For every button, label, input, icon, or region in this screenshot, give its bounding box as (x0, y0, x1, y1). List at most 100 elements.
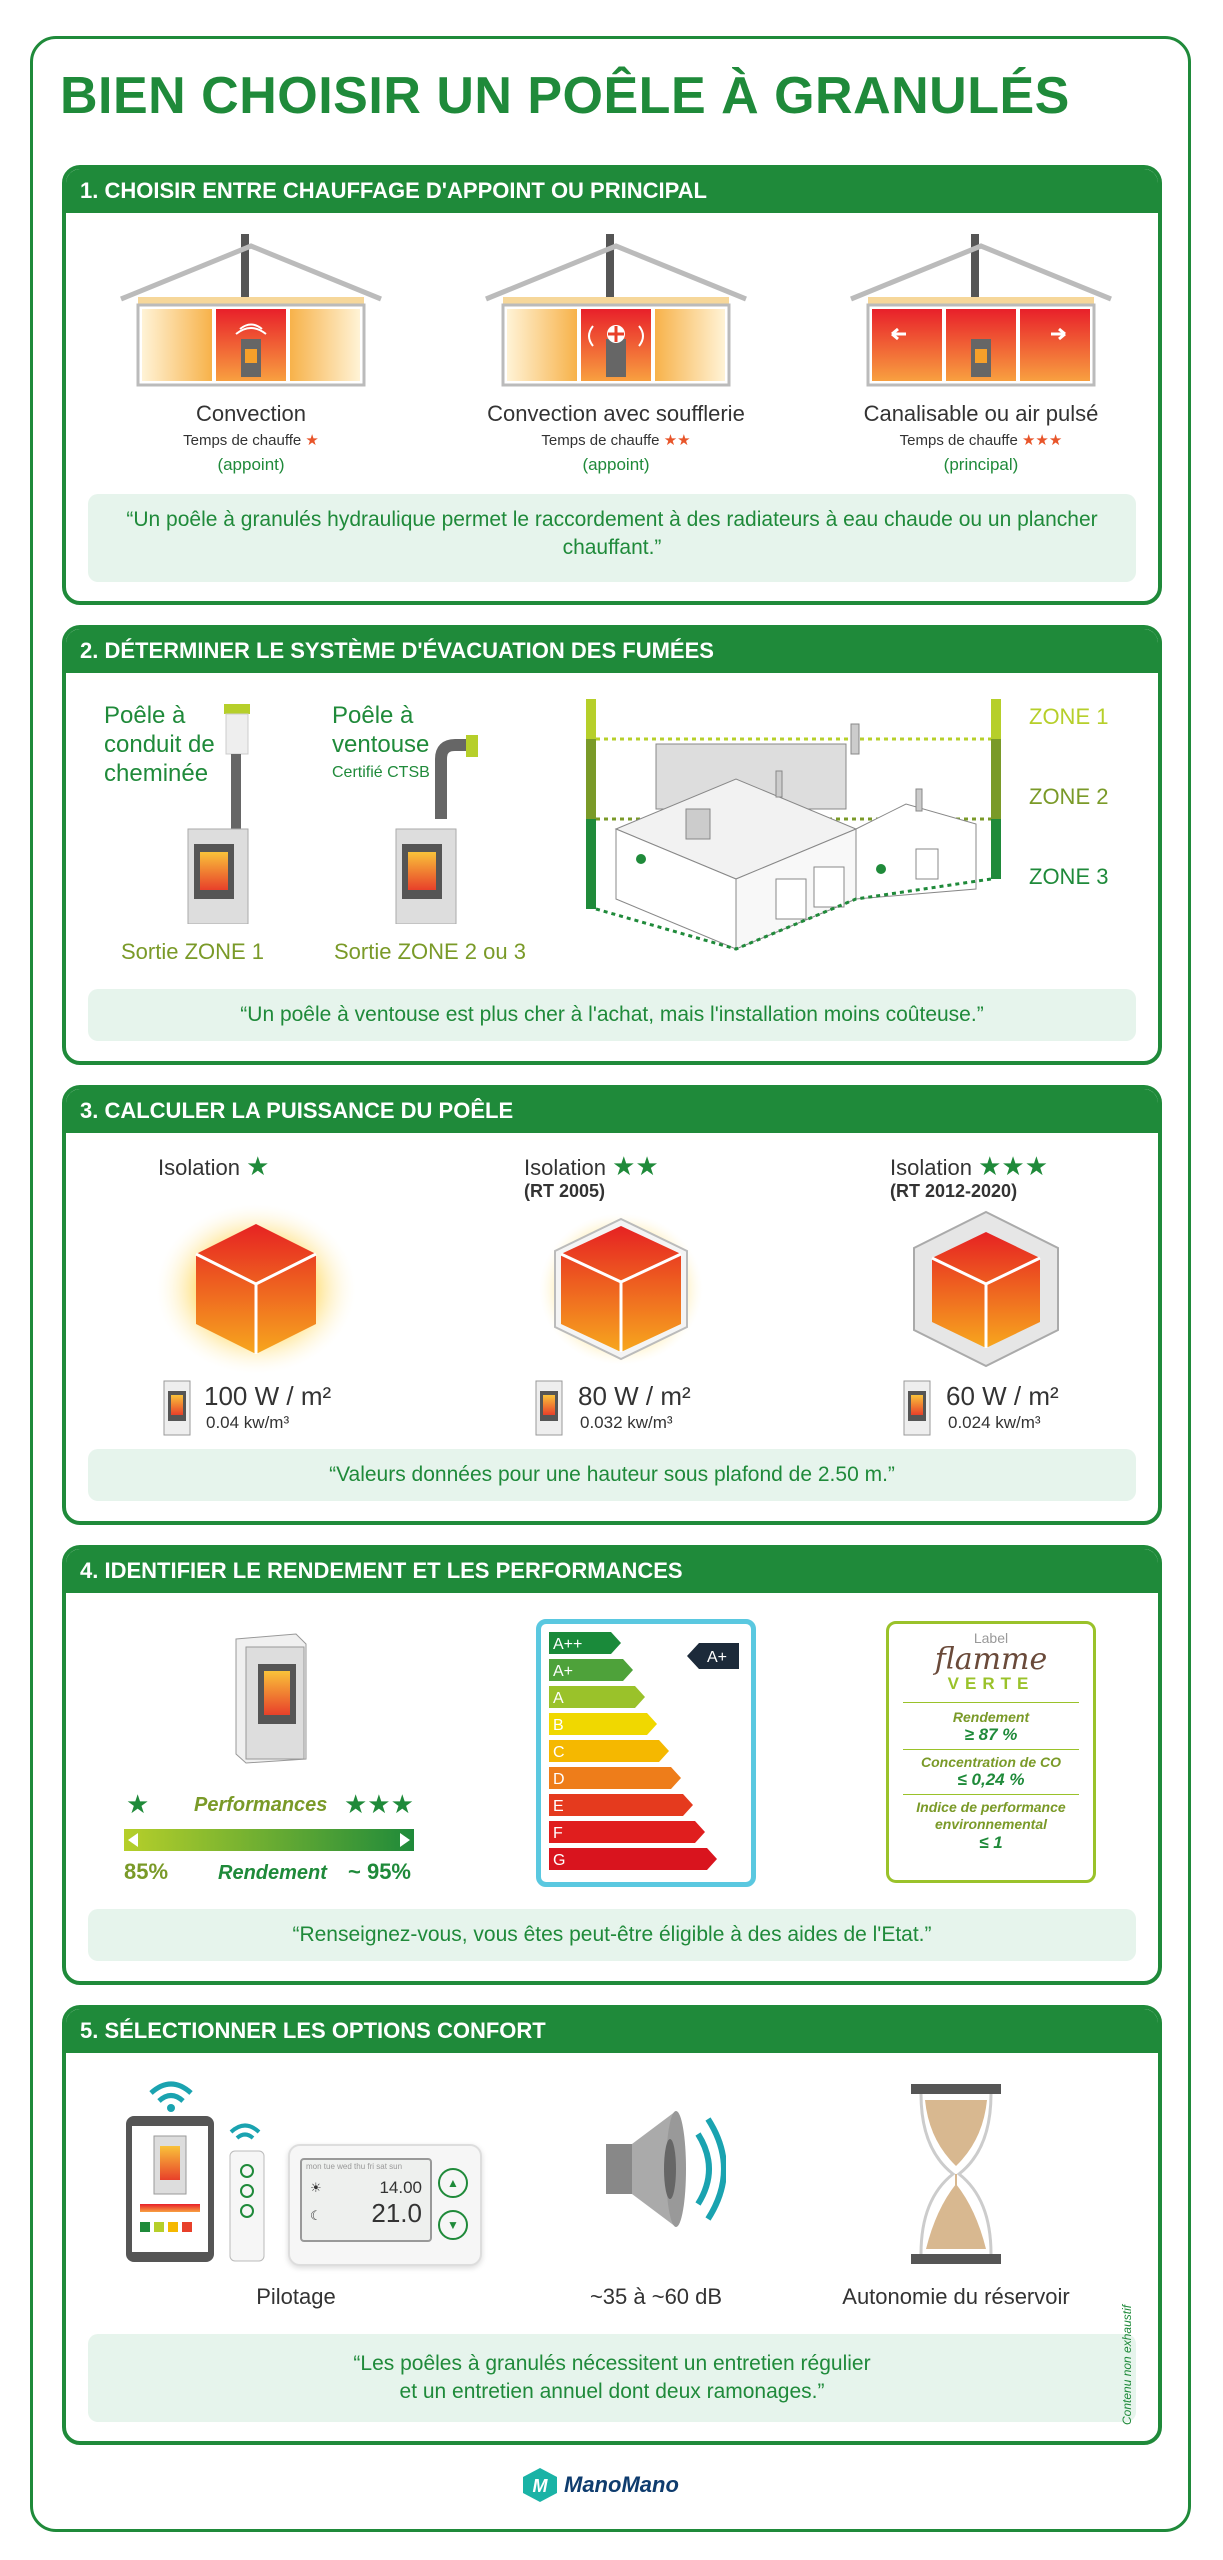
label-co-title: Concentration de CO (920, 1754, 1061, 1770)
section-5-quote: “Les poêles à granulés nécessitent un en… (88, 2334, 1136, 2422)
thermostat-bottom-value: 21.0 (371, 2198, 422, 2228)
energy-class-label: E (553, 1798, 564, 1815)
pilotage-label: Pilotage (256, 2284, 336, 2309)
heating-2-time: Temps de chauffe ★★ (481, 431, 751, 449)
section-3-header: 3. CALCULER LA PUISSANCE DU POÊLE (66, 1089, 1158, 1133)
energy-class-f (549, 1821, 705, 1843)
insulation-2-power: 80 W / m² (578, 1381, 691, 1411)
zone-3-label: ZONE 3 (1029, 864, 1109, 889)
section-4-header: 4. IDENTIFIER LE RENDEMENT ET LES PERFOR… (66, 1549, 1158, 1593)
efficiency-label: Rendement (218, 1862, 327, 1884)
brand-logo-icon: M (523, 2468, 557, 2502)
insulation-2-cube (539, 1213, 703, 1365)
stove-chimney-title: Poêle à conduit de cheminée (104, 702, 215, 787)
stove-chimney-illustration (187, 704, 250, 924)
energy-class-label: B (553, 1717, 564, 1734)
section-flue-system: 2. DÉTERMINER LE SYSTÈME D'ÉVACUATION DE… (62, 625, 1162, 1065)
section-efficiency: 4. IDENTIFIER LE RENDEMENT ET LES PERFOR… (62, 1545, 1162, 1985)
stove-chimney-exit: Sortie ZONE 1 (121, 939, 265, 964)
label-ipe-title: Indice de performance environnemental (916, 1799, 1066, 1832)
perf-low-stars: ★ (126, 1789, 150, 1819)
moon-icon: ☾ (310, 2208, 322, 2223)
thermostat-down-button[interactable]: ▼ (438, 2210, 468, 2240)
insulation-3-power: 60 W / m² (946, 1381, 1059, 1411)
insulation-1-power: 100 W / m² (204, 1381, 332, 1411)
svg-text:M: M (533, 2476, 549, 2496)
brand-name: ManoMano (564, 2472, 679, 2497)
side-note: Contenu non exhaustif (1120, 2304, 1134, 2425)
heating-1-name: Convection (195, 401, 307, 426)
section-3-quote: “Valeurs données pour une hauteur sous p… (88, 1449, 1136, 1501)
efficiency-high: ~ 95% (348, 1859, 411, 1884)
heating-1-time: Temps de chauffe ★ (116, 431, 386, 449)
section-5-quote-line-2: et un entretien annuel dont deux ramonag… (399, 2380, 825, 2403)
section-1-quote: “Un poêle à granulés hydraulique permet … (88, 494, 1136, 582)
house-ducted-illustration (850, 234, 1112, 387)
heating-3-type: (principal) (943, 455, 1019, 474)
wifi-icon (149, 2081, 193, 2112)
energy-class-d (549, 1767, 681, 1789)
house-zones-illustration (586, 699, 1001, 951)
insulation-1-heading: Isolation ★ (158, 1151, 269, 1182)
insulation-3-stove-icon (903, 1380, 931, 1436)
house-convection-illustration (120, 234, 382, 387)
insulation-3-volume: 0.024 kw/m³ (948, 1413, 1041, 1432)
section-5-header: 5. SÉLECTIONNER LES OPTIONS CONFORT (66, 2009, 1158, 2053)
remote-wifi-icon (229, 2123, 261, 2140)
section-5-quote-line-1: “Les poêles à granulés nécessitent un en… (353, 2352, 871, 2375)
energy-class-label: C (553, 1744, 565, 1761)
heating-3-name: Canalisable ou air pulsé (863, 401, 1099, 426)
energy-class-e (549, 1794, 693, 1816)
energy-class-label: A++ (553, 1636, 582, 1653)
flamme-verte-script: flamme (934, 1642, 1048, 1677)
house-fan-illustration (485, 234, 747, 387)
section-2-header: 2. DÉTERMINER LE SYSTÈME D'ÉVACUATION DE… (66, 629, 1158, 673)
autonomy-label: Autonomie du réservoir (842, 2284, 1070, 2309)
section-comfort-options: 5. SÉLECTIONNER LES OPTIONS CONFORT mon … (62, 2005, 1162, 2445)
sun-icon: ☀ (310, 2180, 322, 2195)
insulation-1-label: Isolation (158, 1155, 240, 1180)
label-rendement-value: ≥ 87 % (964, 1725, 1018, 1744)
heating-2-time-label: Temps de chauffe (541, 432, 660, 449)
page-frame (30, 36, 1191, 2532)
stove-vent-cert: Certifié CTSB (332, 764, 430, 781)
sound-level-label: ~35 à ~60 dB (589, 2284, 723, 2309)
heating-3-stars: ★★★ (1021, 432, 1063, 449)
remote-control-icon (229, 2150, 265, 2262)
insulation-3-rt: (RT 2012-2020) (890, 1181, 1018, 1201)
perf-high-stars: ★★★ (344, 1789, 414, 1819)
insulation-1-stars: ★ (246, 1151, 270, 1181)
insulation-2-label: Isolation (524, 1155, 606, 1180)
energy-class-a (549, 1686, 645, 1708)
section-4-quote: “Renseignez-vous, vous êtes peut-être él… (88, 1909, 1136, 1961)
heating-1-time-label: Temps de chauffe (183, 432, 302, 449)
thermostat-up-button[interactable]: ▲ (438, 2168, 468, 2198)
energy-class-aplusplus (549, 1632, 621, 1654)
energy-class-c (549, 1740, 669, 1762)
flamme-verte-label: Label flamme VERTE Rendement ≥ 87 % Conc… (886, 1621, 1096, 1883)
energy-class-label: F (553, 1825, 563, 1842)
energy-class-g (549, 1848, 717, 1870)
flamme-verte-word: VERTE (947, 1674, 1035, 1693)
insulation-3-cube (913, 1210, 1059, 1368)
insulation-2-stove-icon (535, 1380, 563, 1436)
hourglass-icon (911, 2084, 1001, 2264)
insulation-3-heading: Isolation ★★★ (890, 1151, 1048, 1182)
energy-class-b (549, 1713, 657, 1735)
thermostat: mon tue wed thu fri sat sun ☀ ☾ 14.00 21… (288, 2144, 482, 2266)
label-co-value: ≤ 0,24 % (957, 1770, 1025, 1789)
stove-illustration (235, 1633, 307, 1764)
thermostat-screen: mon tue wed thu fri sat sun ☀ ☾ 14.00 21… (300, 2158, 432, 2242)
stove-vent-illustration (395, 735, 478, 924)
insulation-2-volume: 0.032 kw/m³ (580, 1413, 673, 1432)
page-title: BIEN CHOISIR UN POÊLE À GRANULÉS (60, 67, 1070, 125)
brand-logo: M ManoMano (520, 2466, 679, 2504)
heating-2-name: Convection avec soufflerie (487, 401, 745, 426)
label-rendement-title: Rendement (952, 1709, 1030, 1725)
energy-class-aplus (549, 1659, 633, 1681)
insulation-2-rt: (RT 2005) (524, 1181, 606, 1201)
thermostat-days: mon tue wed thu fri sat sun (306, 2162, 403, 2171)
insulation-3-stars: ★★★ (978, 1151, 1049, 1181)
energy-class-label: D (553, 1771, 565, 1788)
